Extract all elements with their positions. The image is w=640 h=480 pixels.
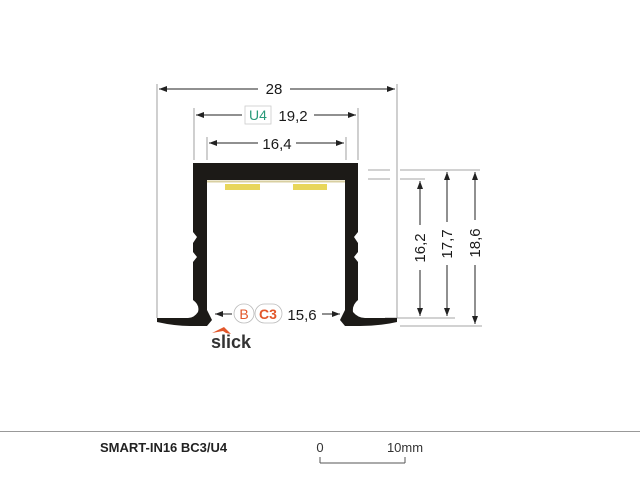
dim-u4-width: 19,2 [278, 108, 307, 125]
slick-logo: slick [211, 332, 252, 352]
c3-label: C3 [259, 306, 277, 322]
slick-logo-icon [212, 327, 231, 334]
c3-badge [254, 303, 283, 324]
u4-badge [244, 105, 272, 125]
dim-height-3: 18,6 [467, 228, 484, 257]
aluminium-profile [157, 163, 397, 326]
scale-bar [319, 457, 406, 464]
dim-inner-width: 16,4 [262, 136, 291, 153]
dim-height-1: 16,2 [412, 233, 429, 262]
scale-end: 10mm [387, 440, 423, 455]
b-label: B [239, 306, 248, 322]
b-badge [233, 303, 255, 324]
dim-height-2: 17,7 [439, 229, 456, 258]
u4-label: U4 [249, 107, 267, 123]
footer-divider [0, 431, 640, 432]
led-chip [225, 184, 260, 190]
scale-start: 0 [316, 440, 323, 455]
product-name: SMART-IN16 BC3/U4 [100, 440, 228, 455]
led-chip [293, 184, 327, 190]
dimension-lines [159, 86, 478, 324]
dim-overall-width: 28 [266, 81, 283, 98]
dim-bottom-opening: 15,6 [287, 307, 316, 324]
